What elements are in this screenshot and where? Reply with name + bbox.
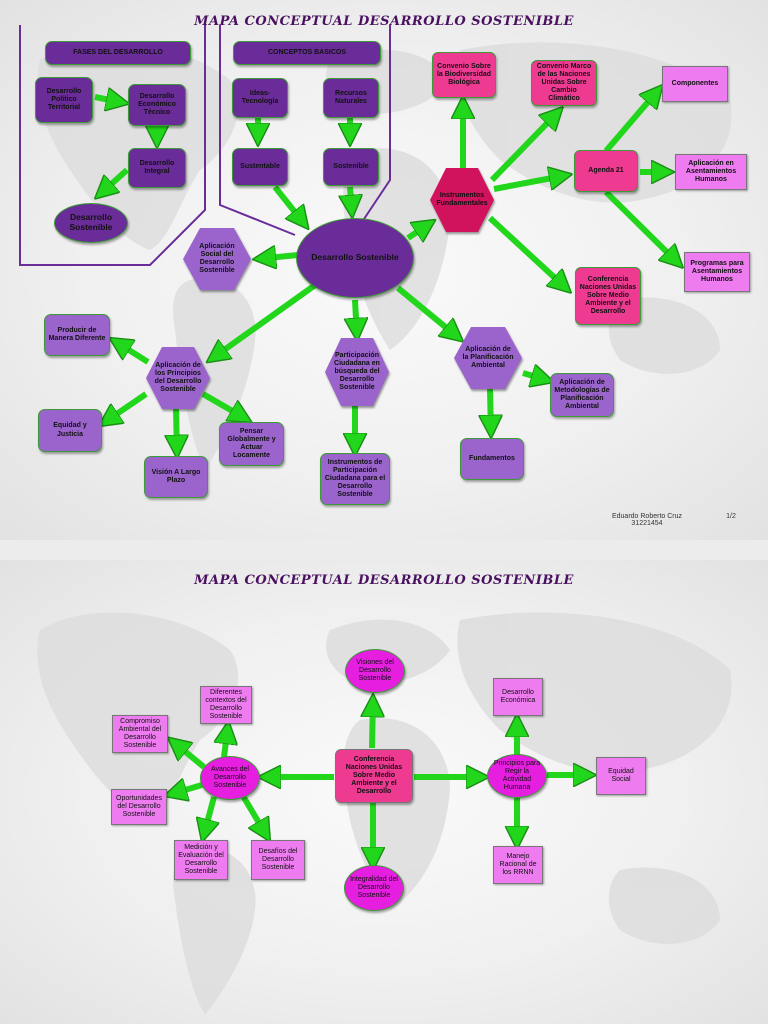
node-diferentes-contextos: Diferentes contextos del Desarrollo Sost… [200,686,252,724]
author-name: Eduardo Roberto Cruz [611,513,683,520]
slide-1: MAPA CONCEPTUAL DESARROLLO SOSTENIBLE FA… [0,0,768,540]
node-agenda-21: Agenda 21 [574,150,638,192]
node-programas-asentamientos: Programas para Asentamientos Humanos [684,252,750,292]
page-number: 1/2 [726,513,736,520]
node-instrumentos-participacion: Instrumentos de Participación Ciudadana … [320,453,390,505]
page-title: MAPA CONCEPTUAL DESARROLLO SOSTENIBLE [194,573,574,588]
node-recursos-naturales: Recursos Naturales [323,78,379,118]
node-convenio-biodiversidad: Convenio Sobre la Biodiversidad Biológic… [432,52,496,98]
node-pensar-globalmente: Pensar Globalmente y Actuar Locamente [219,422,284,466]
node-desarrollo-economica: Desarrollo Económica [493,678,543,716]
node-desarrollo-integral: Desarrollo Integral [128,148,186,188]
connector-arrows [19,25,768,540]
node-desarrollo-politico: Desarrollo Político Territorial [35,77,93,123]
node-vision-largo-plazo: Visión A Largo Plazo [144,456,208,498]
node-medicion-evaluacion: Medición y Evaluación del Desarrollo Sos… [174,840,228,880]
node-desarrollo-sostenible-fase: Desarrollo Sostenible [54,203,128,243]
node-desarrollo-economico: Desarrollo Económico Técnico [128,84,186,126]
node-desafios: Desafíos del Desarrollo Sostenible [251,840,305,880]
node-fases-desarrollo: FASES DEL DESARROLLO [45,41,191,65]
node-integralidad: Integralidad del Desarrollo Sostenible [344,865,404,911]
node-componentes: Componentes [662,66,728,102]
node-manejo-rrnn: Manejo Racional de los RRNN [493,846,543,884]
node-visiones: Visiones del Desarrollo Sostenible [345,649,405,693]
node-conferencia-center: Conferencia Naciones Unidas Sobre Medio … [335,749,413,803]
node-producir-diferente: Producir de Manera Diferente [44,314,110,356]
node-convenio-cambio-climatico: Convenio Marco de las Naciones Unidas So… [531,60,597,106]
node-sustentable: Sustentable [232,148,288,186]
node-conceptos-basicos: CONCEPTOS BASICOS [233,41,381,65]
page-title: MAPA CONCEPTUAL DESARROLLO SOSTENIBLE [194,14,574,29]
author-id: 31221454 [631,520,663,527]
node-aplicacion-principios: Aplicación de los Principios del Desarro… [146,347,210,409]
author-block: Eduardo Roberto Cruz 31221454 [604,513,690,527]
node-compromiso-ambiental: Compromiso Ambiental del Desarrollo Sost… [112,715,168,753]
node-instrumentos-fundamentales: Instrumentos Fundamentales [430,168,494,232]
connector-arrows [0,560,768,1024]
node-participacion-ciudadana: Participación Ciudadana en búsqueda del … [325,338,389,406]
node-conferencia-naciones-unidas: Conferencia Naciones Unidas Sobre Medio … [575,267,641,325]
node-aplicacion-asentamientos: Aplicación en Asentamientos Humanos [675,154,747,190]
slide-2: MAPA CONCEPTUAL DESARROLLO SOSTENIBLE Co… [0,560,768,1024]
node-avances: Avances del Desarrollo Sostenible [200,756,260,800]
node-principios-actividad: Principios para Regir la Actividad Human… [487,754,547,798]
node-sostenible: Sostenible [323,148,379,186]
node-desarrollo-sostenible-center: Desarrollo Sostenible [296,218,414,298]
node-equidad-justicia: Equidad y Justicia [38,409,102,452]
node-equidad-social: Equidad Social [596,757,646,795]
node-aplicacion-planificacion: Aplicación de la Planificación Ambiental [454,327,522,389]
node-fundamentos: Fundamentos [460,438,524,480]
node-oportunidades: Oportunidades del Desarrollo Sostenible [111,789,167,825]
node-ideas-tecnologia: Ideas-Tecnología [232,78,288,118]
node-aplicacion-social: Aplicación Social del Desarrollo Sosteni… [183,228,251,290]
node-metodologias-planificacion: Aplicación de Metodologías de Planificac… [550,373,614,417]
